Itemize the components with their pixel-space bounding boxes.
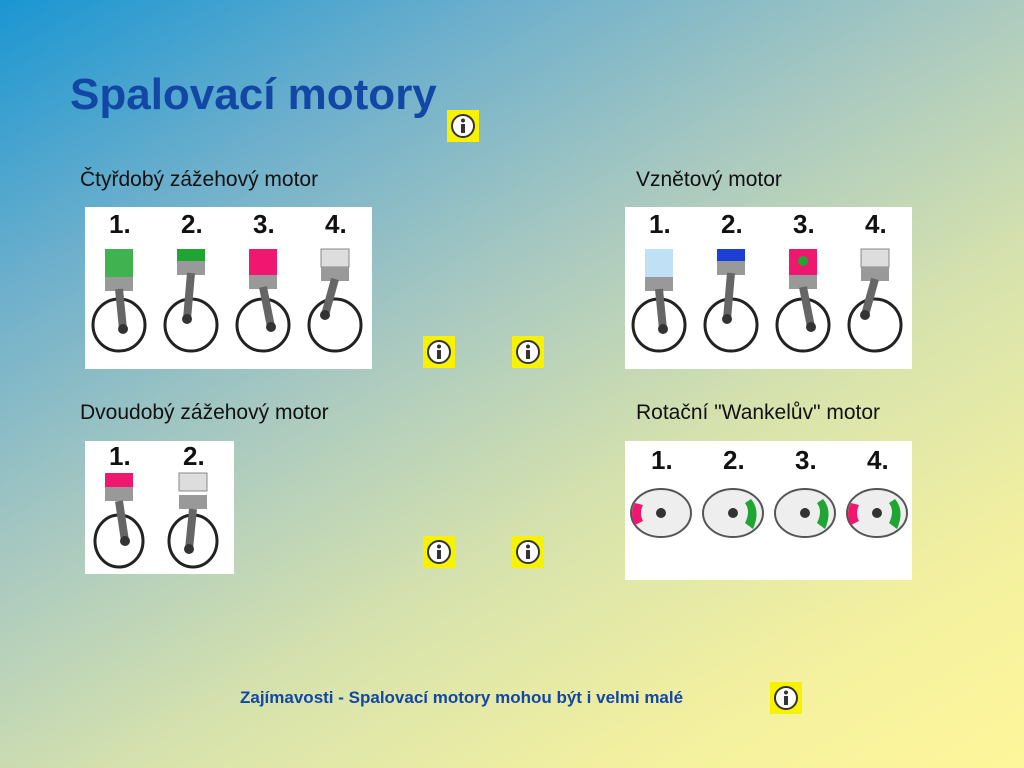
info-icon — [427, 540, 451, 564]
wankel-label: Rotační "Wankelův" motor — [636, 401, 881, 424]
step-number: 1. — [109, 441, 131, 471]
engine-stage-3: 3. — [235, 209, 291, 353]
engine-stage-3: 3. — [774, 445, 836, 538]
step-number: 3. — [253, 209, 275, 239]
engine-stage-1: 1. — [93, 441, 145, 569]
engine-stage-3: 3. — [775, 209, 831, 353]
info-icon — [427, 340, 451, 364]
four-stroke-label: Čtyřdobý zážehový motor — [80, 168, 319, 191]
engine-stage-4: 4. — [307, 209, 363, 353]
footer-link[interactable]: Zajímavosti - Spalovací motory mohou být… — [240, 688, 684, 707]
step-number: 2. — [181, 209, 203, 239]
diesel-animation: 1. 2. 3. 4. — [625, 207, 912, 369]
engine-stage-2: 2. — [163, 209, 219, 353]
engine-stage-1: 1. — [631, 209, 687, 353]
step-number: 4. — [867, 445, 889, 475]
info-icon — [774, 686, 798, 710]
four-stroke-animation: 1. 2. 3. 4. — [85, 207, 372, 369]
step-number: 1. — [109, 209, 131, 239]
engine-stage-2: 2. — [703, 209, 759, 353]
step-number: 4. — [865, 209, 887, 239]
two-stroke-label: Dvoudobý zážehový motor — [80, 401, 329, 424]
wankel-info-button[interactable] — [512, 536, 544, 568]
engine-stage-2: 2. — [167, 441, 219, 569]
step-number: 2. — [183, 441, 205, 471]
engine-stage-4: 4. — [847, 209, 903, 353]
step-number: 1. — [651, 445, 673, 475]
diesel-label: Vznětový motor — [636, 168, 782, 191]
diesel-info-button[interactable] — [512, 336, 544, 368]
engine-stage-1: 1. — [630, 445, 692, 538]
info-icon — [451, 114, 475, 138]
step-number: 1. — [649, 209, 671, 239]
step-number: 2. — [723, 445, 745, 475]
step-number: 4. — [325, 209, 347, 239]
two-stroke-animation: 1. 2. — [85, 441, 234, 574]
four-stroke-info-button[interactable] — [423, 336, 455, 368]
two-stroke-info-button[interactable] — [423, 536, 455, 568]
step-number: 2. — [721, 209, 743, 239]
step-number: 3. — [793, 209, 815, 239]
title-info-button[interactable] — [447, 110, 479, 142]
page-title: Spalovací motory — [70, 70, 437, 119]
engine-stage-4: 4. — [846, 445, 908, 538]
step-number: 3. — [795, 445, 817, 475]
footer-info-button[interactable] — [770, 682, 802, 714]
info-icon — [516, 340, 540, 364]
engine-stage-2: 2. — [702, 445, 764, 538]
engine-stage-1: 1. — [91, 209, 147, 353]
wankel-animation: 1. 2. 3. 4. — [625, 441, 912, 580]
info-icon — [516, 540, 540, 564]
